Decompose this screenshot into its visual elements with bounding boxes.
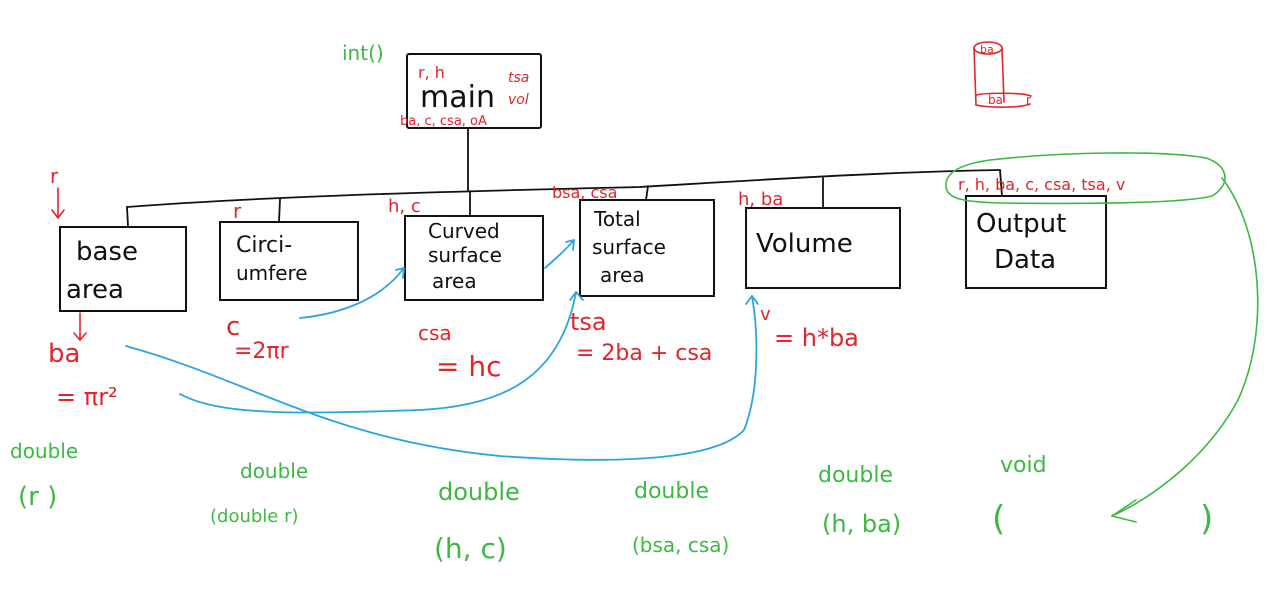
csa-output: csa [418,321,452,345]
circumference-module: Circi- umfere r c =2πr double (double r) [210,199,359,527]
base-area-return: double [10,439,78,463]
base-area-output: ba [48,339,80,369]
main-title: main [420,80,495,115]
csa-line2: surface [428,243,502,267]
main-vars-right-1: tsa [508,70,529,86]
cylinder-bottom-label: ba [988,93,1003,107]
tsa-return: double [634,479,709,504]
output-data-params-open: ( [992,499,1005,539]
csa-line3: area [432,269,477,293]
tsa-line3: area [600,263,645,287]
cylinder-top-label: ba [980,43,994,56]
base-area-line2: area [66,275,124,305]
tsa-input: bsa, csa [552,183,617,202]
tsa-params: (bsa, csa) [632,533,729,557]
csa-input: h, c [388,196,421,217]
total-surface-area-module: Total surface area bsa, csa tsa = 2ba + … [552,183,729,557]
dataflow-arrows [125,239,759,461]
main-return-type: int() [342,41,384,65]
circumference-params: (double r) [210,506,299,527]
csa-formula: = hc [436,350,502,383]
volume-formula: = h*ba [774,324,859,352]
circumference-return: double [240,459,308,483]
tsa-line1: Total [593,207,641,231]
circumference-formula: =2πr [234,339,290,364]
volume-line1: Volume [756,229,853,259]
base-area-formula: = πr² [56,383,118,411]
output-data-input: r, h, ba, c, csa, tsa, v [958,175,1125,194]
circumference-line2: umfere [236,261,308,285]
output-data-return: void [1000,453,1047,478]
csa-return: double [438,478,520,506]
csa-params: (h, c) [434,532,507,565]
main-vars-top: r, h [418,63,445,82]
output-data-params-close: ) [1200,499,1213,539]
output-data-module: Output Data r, h, ba, c, csa, tsa, v voi… [958,175,1213,539]
param-lasso-arrow [945,152,1259,523]
tsa-output: tsa [570,308,607,336]
hierarchy-wires [126,127,1003,227]
curved-surface-area-module: Curved surface area h, c csa = hc double… [388,196,544,565]
cylinder-side-label: r [1026,93,1031,107]
main-module: main r, h tsa vol ba, c, csa, oA int() [342,41,542,129]
main-vars-right-2: vol [508,92,529,108]
main-vars-bottom: ba, c, csa, oA [400,114,487,129]
base-area-params: (r ) [18,482,57,512]
volume-params: (h, ba) [822,510,901,538]
tsa-line2: surface [592,235,666,259]
volume-return: double [818,463,893,488]
circumference-input: r [233,199,242,223]
volume-output: v [760,304,771,325]
circumference-line1: Circi- [236,233,292,258]
output-data-line2: Data [994,245,1056,275]
circumference-output: c [226,312,240,342]
cylinder-sketch: ba ba r [973,41,1032,108]
base-area-module: base area r ba = πr² double (r ) [10,164,187,512]
csa-line1: Curved [428,219,500,243]
output-data-line1: Output [976,209,1066,239]
tsa-formula: = 2ba + csa [576,341,712,366]
volume-input: h, ba [738,189,783,210]
base-area-line1: base [76,237,138,267]
volume-module: Volume h, ba v = h*ba double (h, ba) [738,189,901,538]
base-area-input: r [50,164,59,188]
